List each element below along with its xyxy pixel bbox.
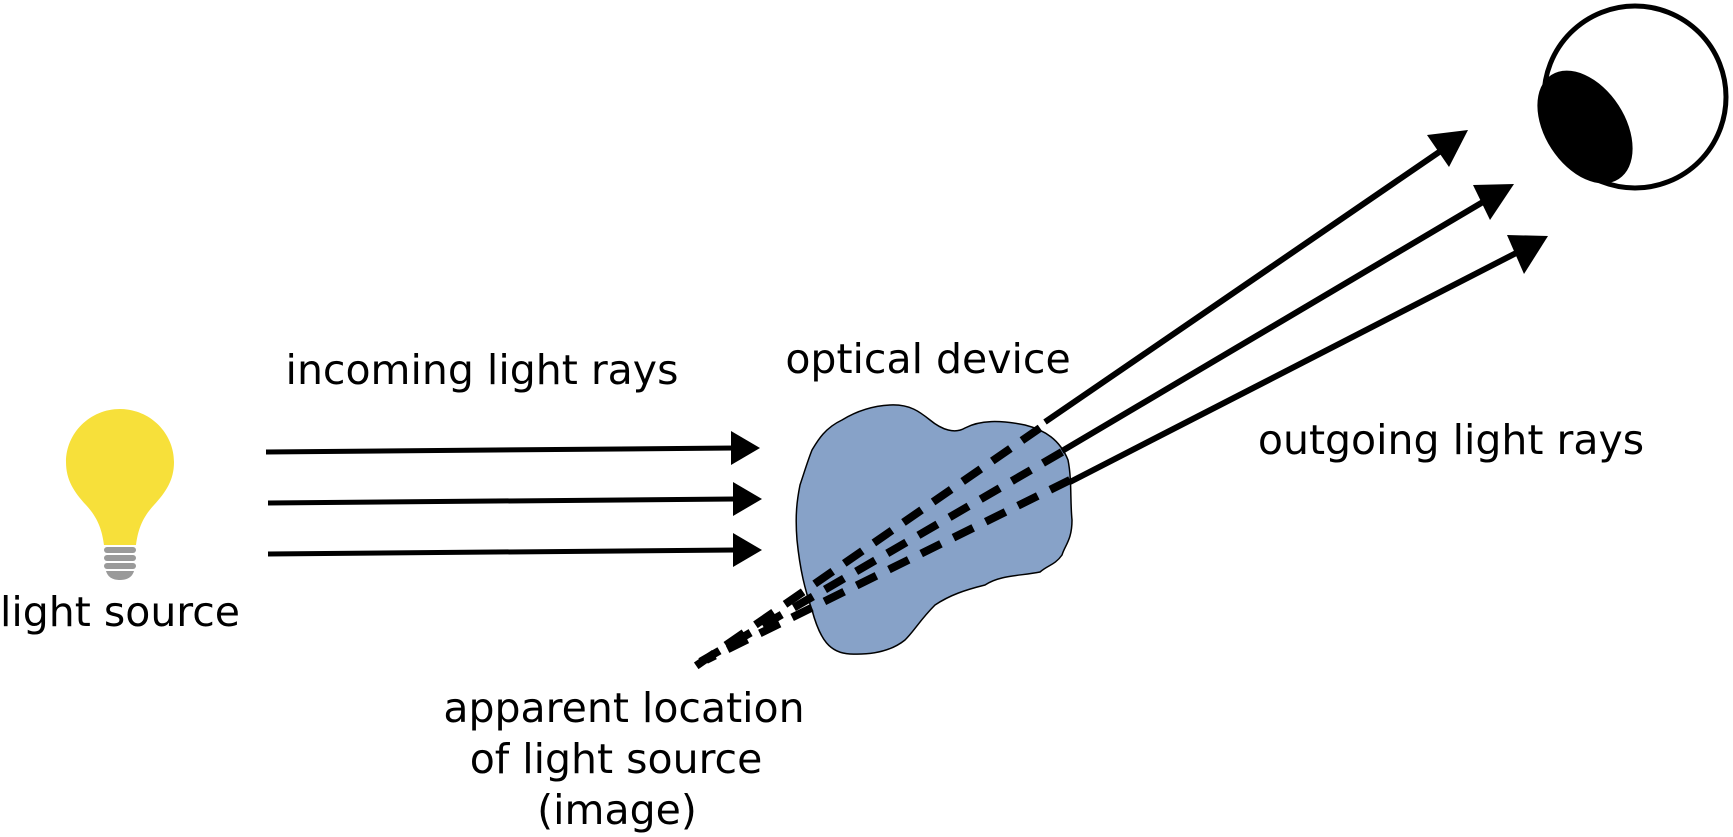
apparent-label-line3: (image) xyxy=(537,786,697,834)
optical-device-label: optical device xyxy=(785,335,1070,383)
light-bulb-icon xyxy=(66,409,174,580)
eye-icon xyxy=(1537,3,1729,191)
bulb-base-ring xyxy=(104,563,136,569)
outgoing-ray xyxy=(1060,196,1490,454)
incoming-rays xyxy=(265,431,762,567)
apparent-label-line2: of light source xyxy=(470,735,763,783)
incoming-rays-label: incoming light rays xyxy=(286,346,679,394)
outgoing-ray xyxy=(1043,145,1447,425)
bulb-glass xyxy=(66,409,174,545)
incoming-arrowhead xyxy=(731,431,760,465)
light-source-label: light source xyxy=(0,588,240,636)
incoming-ray xyxy=(267,547,736,557)
outgoing-arrowhead xyxy=(1473,184,1514,220)
outgoing-rays xyxy=(1043,130,1548,485)
incoming-arrowhead xyxy=(733,482,762,516)
bulb-base-ring xyxy=(104,555,136,561)
pupil xyxy=(1537,70,1633,184)
outgoing-arrowhead xyxy=(1427,130,1468,167)
virtual-ray xyxy=(704,476,1072,664)
outgoing-ray xyxy=(1068,247,1524,485)
bulb-tip xyxy=(106,571,134,580)
bulb-base-ring xyxy=(104,547,136,553)
virtual-rays xyxy=(690,424,1072,672)
incoming-arrowhead xyxy=(733,533,762,567)
incoming-ray xyxy=(267,496,736,506)
apparent-location-label: apparent location of light source (image… xyxy=(443,684,804,834)
incoming-ray xyxy=(265,443,743,455)
apparent-label-line1: apparent location xyxy=(443,684,804,732)
outgoing-rays-label: outgoing light rays xyxy=(1258,416,1644,464)
outgoing-arrowhead xyxy=(1507,235,1548,274)
